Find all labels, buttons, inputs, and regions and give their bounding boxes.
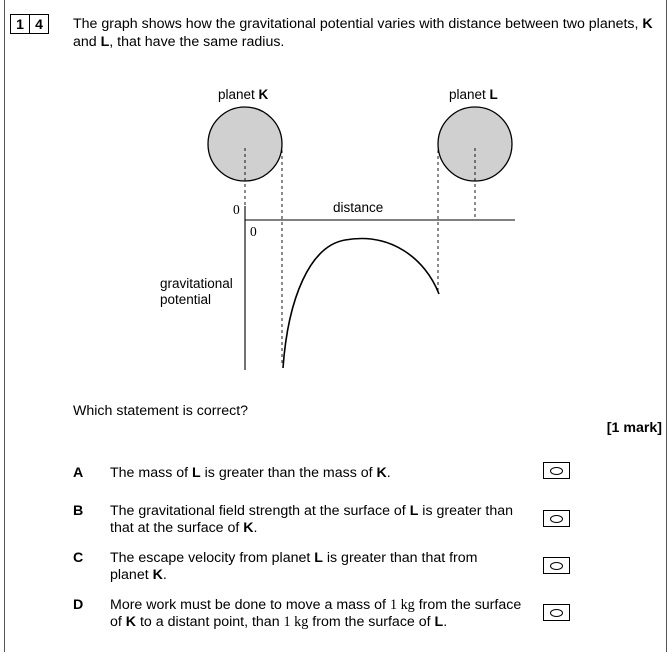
option-text-part: The escape velocity from planet: [110, 550, 315, 566]
option-text-part: .: [386, 465, 391, 481]
potential-axis-label-line2: potential: [160, 292, 212, 307]
planet-k-label: planet K: [218, 87, 268, 103]
option-letter: C: [73, 550, 84, 566]
option-text: The escape velocity from planet L is gre…: [110, 550, 510, 584]
option-text-bold: L: [409, 503, 419, 519]
stem-k: K: [642, 16, 653, 32]
question-prompt: Which statement is correct?: [73, 403, 249, 419]
option-letter: D: [73, 597, 84, 613]
option-c-answer-box[interactable]: [543, 557, 570, 574]
planet-k-circle: [207, 106, 283, 182]
planet-l-label: planet L: [449, 87, 498, 103]
stem-text: The graph shows how the gravitational po…: [73, 16, 643, 32]
option-text-part: from the surface of: [110, 597, 522, 630]
option-text-bold: K: [376, 465, 387, 481]
option-text-part: to a distant point, than: [136, 614, 284, 630]
option-text-part: The mass of: [110, 465, 193, 481]
answer-bubble[interactable]: [550, 466, 563, 475]
option-text-bold: K: [243, 520, 254, 536]
option-text: More work must be done to move a mass of…: [110, 597, 525, 631]
option-text: The mass of L is greater than the mass o…: [110, 465, 530, 482]
graph-drawing: [207, 106, 515, 370]
mark-allocation: [1 mark]: [606, 420, 662, 436]
option-text-part: More work must be done to move a mass of: [110, 597, 390, 613]
planet-k-label-prefix: planet: [218, 87, 259, 102]
origin-label-bottom: 0: [250, 224, 257, 239]
stem-text-end: , that have the same radius.: [109, 34, 285, 50]
question-number-digit-1: 1: [16, 16, 24, 32]
potential-graph: planet K planet L distance 0 0 gravitati…: [150, 78, 530, 383]
option-letter: B: [73, 503, 84, 519]
option-text-part: is greater than that from planet: [110, 550, 478, 583]
distance-axis-label: distance: [333, 200, 384, 215]
question-stem: The graph shows how the gravitational po…: [73, 15, 663, 51]
option-text-bold: K: [152, 567, 163, 583]
option-text-part: .: [162, 567, 167, 583]
option-text-part: is greater than that at the surface of: [110, 503, 513, 536]
option-text-bold: L: [434, 614, 444, 630]
potential-axis-label-line1: gravitational: [160, 276, 233, 291]
question-number: 1 4: [10, 14, 49, 34]
origin-label-left: 0: [233, 202, 240, 217]
stem-and: and: [73, 34, 101, 50]
planet-k-label-letter: K: [258, 87, 269, 102]
option-text-quantity: 1 kg: [283, 614, 309, 630]
option-text-part: .: [443, 614, 448, 630]
answer-bubble[interactable]: [550, 514, 563, 523]
potential-curve: [282, 237, 440, 369]
page-frame: [4, 0, 667, 652]
planet-l-label-prefix: planet: [449, 87, 490, 102]
stem-l: L: [100, 34, 110, 50]
option-text-part: is greater than the mass of: [200, 465, 377, 481]
option-text-bold: K: [125, 614, 137, 630]
option-a-answer-box[interactable]: [543, 462, 570, 479]
option-text: The gravitational field strength at the …: [110, 503, 530, 537]
planet-l-circle: [437, 106, 513, 182]
option-text-quantity: 1 kg: [389, 597, 415, 613]
option-b-answer-box[interactable]: [543, 510, 570, 527]
option-text-bold: L: [314, 550, 323, 566]
option-letter: A: [73, 465, 84, 481]
option-text-part: .: [253, 520, 258, 536]
potential-axis-label: gravitational potential: [160, 276, 233, 308]
answer-bubble[interactable]: [550, 561, 563, 570]
option-text-part: The gravitational field strength at the …: [110, 503, 410, 519]
question-number-digit-2: 4: [29, 15, 48, 33]
answer-bubble[interactable]: [550, 608, 563, 617]
option-text-part: from the surface of: [308, 614, 435, 630]
planet-l-label-letter: L: [489, 87, 498, 102]
option-text-bold: L: [192, 465, 201, 481]
option-d-answer-box[interactable]: [543, 604, 570, 621]
